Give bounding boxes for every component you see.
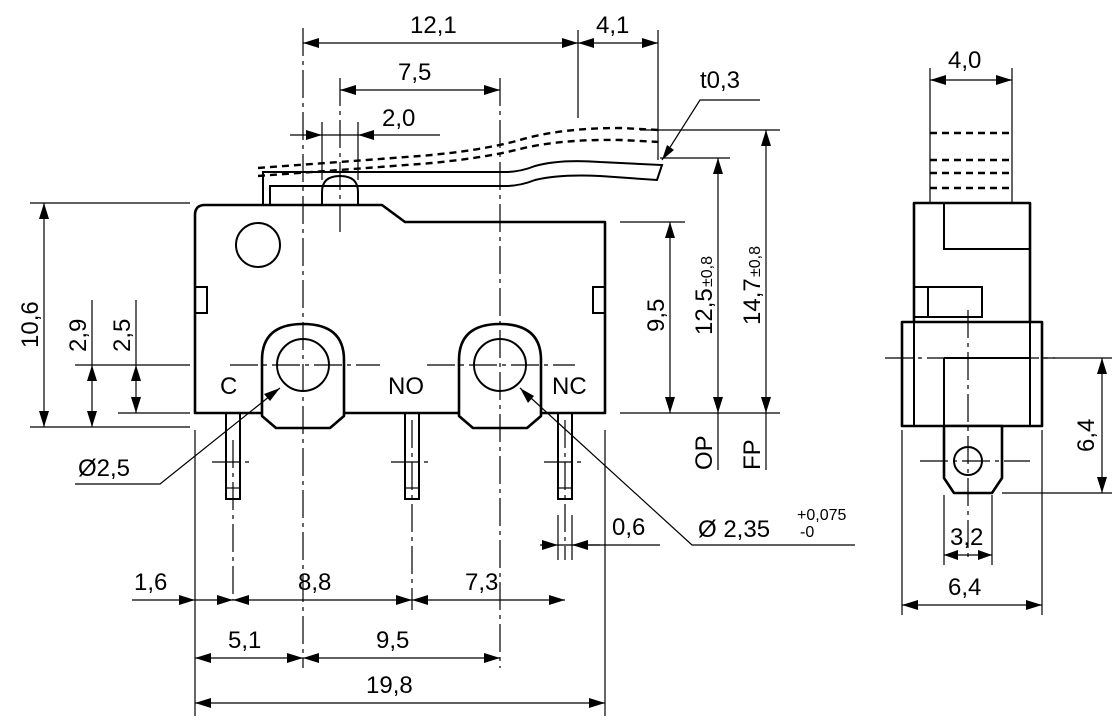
side-terminal [942, 424, 1004, 495]
terminal-label-c: C [220, 373, 237, 400]
side-dimensions: 4,0 6,4 3,2 6,4 [901, 47, 1112, 615]
dim-7-3: 7,3 [465, 569, 498, 596]
side-dim-6-4-horizontal: 6,4 [948, 574, 981, 601]
left-notch [194, 286, 208, 314]
dim-14-7-tolerance: ±0,8 [747, 246, 764, 277]
dim-14-7: 14,7 [739, 278, 766, 325]
front-view: C NO NC [193, 126, 664, 500]
side-dim-3-2: 3,2 [950, 524, 983, 551]
lever-free-position [257, 126, 661, 170]
side-dim-4-0: 4,0 [948, 47, 981, 74]
dim-hole-large-tol-lower: -0 [800, 524, 814, 541]
dim-12-5: 12,5 [691, 288, 718, 335]
side-dim-6-4-vertical: 6,4 [1073, 419, 1100, 452]
label-free-position: FP [739, 439, 766, 470]
dim-0-6: 0,6 [612, 514, 645, 541]
dim-1-6: 1,6 [134, 569, 167, 596]
dim-9-5-horizontal: 9,5 [376, 627, 409, 654]
dim-hole-large: Ø 2,35 [698, 516, 770, 543]
dim-12-1: 12,1 [410, 12, 457, 39]
dim-8-8: 8,8 [298, 569, 331, 596]
dim-9-5-vertical: 9,5 [643, 299, 670, 332]
lever-operating-position [257, 138, 661, 178]
dim-19-8: 19,8 [366, 672, 413, 699]
dim-thickness: t0,3 [700, 67, 740, 94]
dim-2-5: 2,5 [109, 319, 136, 352]
side-view [885, 131, 1055, 560]
dimension-lines [39, 38, 855, 708]
mounting-hole-small [235, 222, 281, 268]
dim-4-1: 4,1 [596, 12, 629, 39]
dimension-labels: 12,1 4,1 7,5 2,0 t0,3 10,6 2,9 2,5 9,5 1… [17, 12, 846, 699]
terminal-label-nc: NC [552, 373, 587, 400]
dim-5-1: 5,1 [228, 627, 261, 654]
dim-10-6: 10,6 [17, 301, 44, 348]
dim-hole-large-tol-upper: +0,075 [797, 507, 846, 524]
dim-12-5-tolerance: ±0,8 [699, 256, 716, 287]
dim-hole-small: Ø2,5 [78, 455, 130, 482]
actuator-lever [262, 160, 664, 205]
dim-2-0: 2,0 [382, 105, 415, 132]
terminal-label-no: NO [388, 373, 424, 400]
right-notch [592, 286, 606, 314]
dim-7-5: 7,5 [398, 59, 431, 86]
dim-2-9: 2,9 [65, 319, 92, 352]
label-operating-position: OP [691, 435, 718, 470]
side-flange [900, 320, 1044, 428]
